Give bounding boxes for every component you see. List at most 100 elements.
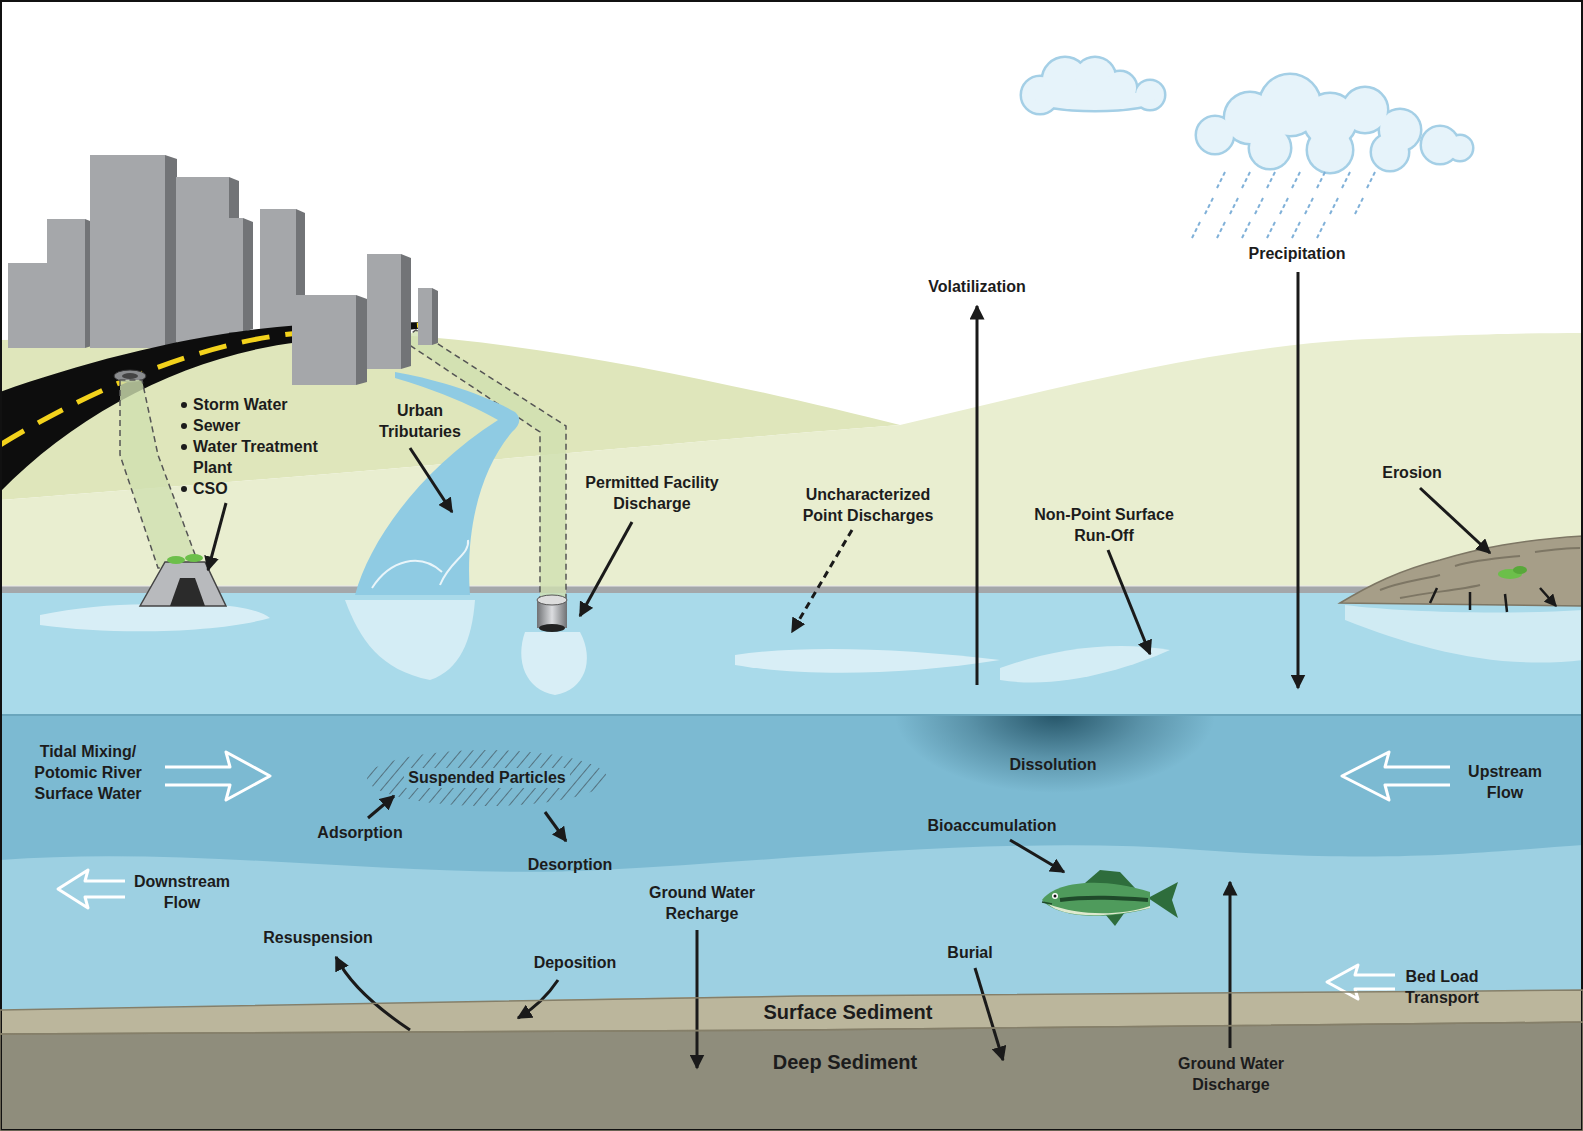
sediment-fill [0,990,1583,1034]
annotation-label: Bioaccumulation [912,815,1072,836]
land-background [0,0,1583,600]
flow-arrow [1327,965,1395,999]
annotation-label: Adsorption [300,822,420,843]
outfalls-and-plumes [185,554,203,562]
annotation-label: Ground Water Discharge [1169,1053,1294,1095]
bass-fish [1042,902,1052,904]
outfalls-and-plumes [1000,646,1170,682]
outfalls-and-plumes [40,554,1583,695]
process-arrow [976,306,979,685]
city-buildings-front [356,295,367,385]
node-text-group: Surface Sediment [764,1000,933,1024]
node-label: Suspended Particles [404,768,569,787]
process-arrow [208,503,226,570]
clouds [1308,128,1352,172]
bass-fish [1052,893,1058,899]
annotation-label: Storm Water [193,394,343,415]
clouds [1035,90,1155,110]
erosion-mound [1430,588,1556,612]
clouds [1250,128,1290,168]
bass-fish [1060,898,1148,900]
water-body [0,845,1583,1015]
city-buildings [243,218,253,332]
node-label: Surface Sediment [764,1000,933,1024]
annotation-label: Urban Tributaries [365,400,475,442]
urban-stream [345,372,519,680]
annotation-label: Downstream Flow [125,871,240,913]
process-arrow [1108,550,1150,654]
process-arrow [1010,840,1064,872]
clouds [1308,128,1352,172]
process-arrow [792,530,852,632]
city-buildings [193,218,243,332]
city-buildings [8,263,48,348]
land-background [0,333,1583,600]
annotation-label: Dissolution [983,754,1123,775]
sediment-layer: Surface Sediment [0,985,1583,1040]
flow-arrow [1342,752,1450,800]
outfalls-and-plumes [735,649,1000,673]
annotation-label: Erosion [1362,462,1462,483]
discharge-pipes [120,380,200,568]
process-arrow [410,448,452,512]
land-background [0,0,1583,600]
annotation-label: Non-Point Surface Run-Off [1034,504,1174,546]
outfalls-and-plumes [170,578,205,606]
flow-arrow [58,752,1450,999]
water-body [0,593,1583,715]
process-arrow [336,957,410,1030]
outfalls-and-plumes [539,624,565,632]
water-body [0,715,1583,1045]
city-buildings-front [367,254,401,369]
clouds [1372,134,1408,170]
process-arrow [545,812,566,841]
annotation-label: Volatilization [897,276,1057,297]
annotation-label: Water Treatment Plant [193,436,338,478]
sediment-layer: Deep Sediment [0,1015,1583,1131]
outfalls-and-plumes [537,595,567,605]
city-buildings-front [292,295,356,385]
clouds [1192,172,1375,238]
water-body [0,714,1583,716]
city-buildings-front [432,288,438,345]
city-buildings-front [418,288,432,345]
annotation-label: Tidal Mixing/ Potomic River Surface Wate… [25,741,151,804]
city-buildings [165,155,177,348]
city-buildings [47,219,85,348]
annotation-label: Burial [930,942,1010,963]
bass-fish [1042,883,1150,916]
outfalls-and-plumes [521,632,587,695]
bullet-dot [181,423,187,429]
annotation-label: Resuspension [248,927,388,948]
node-label: Deep Sediment [773,1050,917,1074]
process-arrow [518,980,558,1018]
process-arrow [1229,882,1232,1048]
sediment-fill [0,990,1583,1131]
urban-stream [355,372,519,595]
clouds [1343,88,1387,132]
bass-fish [1042,870,1178,926]
bullet-dot [181,444,187,450]
water-body [0,586,1583,593]
clouds [1448,136,1472,160]
process-arrow [208,272,1490,1068]
city-buildings-front [292,254,438,385]
annotation-label: Upstream Flow [1458,761,1553,803]
annotation-label: Desorption [510,854,630,875]
process-arrow [1297,272,1300,688]
city-buildings [90,155,165,348]
bullet-dot [181,402,187,492]
clouds [1022,58,1472,172]
node-text-group: Deep Sediment [773,1050,917,1074]
clouds [1022,58,1472,172]
process-arrow [368,796,394,818]
outfalls-and-plumes [140,562,226,606]
clouds [1343,88,1387,132]
city-buildings [260,209,296,329]
